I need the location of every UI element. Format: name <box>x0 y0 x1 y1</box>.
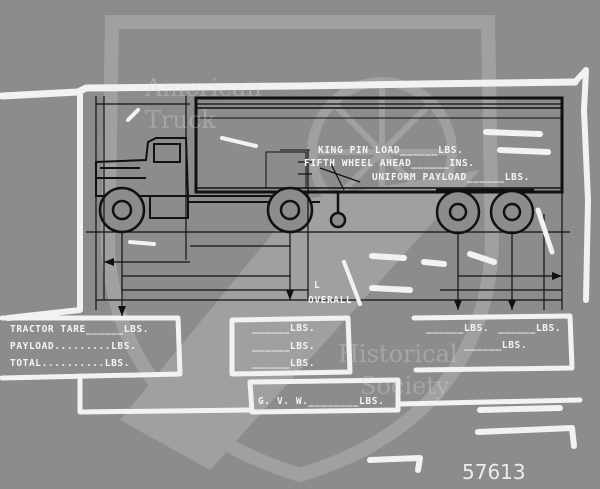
uniform-payload-label: UNIFORM PAYLOAD______LBS. <box>372 172 530 183</box>
landing-gear-foot <box>329 211 347 229</box>
tractor-tare-label: TRACTOR TARE______LBS. <box>10 324 150 335</box>
payload-label: PAYLOAD.........LBS. <box>10 341 137 352</box>
trailer <box>194 96 564 194</box>
watermark-society: Society <box>360 372 450 400</box>
dimension-arrows <box>104 258 562 316</box>
overall-label: OVERALL <box>308 295 353 306</box>
paint-mask <box>0 67 591 473</box>
mid-axle-lbs-1: ______LBS. <box>252 323 316 334</box>
wheels <box>98 186 535 235</box>
fifth-wheel-ahead-label: FIFTH WHEEL AHEAD______INS. <box>304 158 475 169</box>
rear-axle-lbs-3: ______LBS. <box>464 340 528 351</box>
watermark-american: American <box>145 74 262 102</box>
overall-marker: L <box>314 280 321 291</box>
mid-axle-lbs-2: ______LBS. <box>252 341 316 352</box>
negative-number: 57613 <box>462 460 526 484</box>
paint-highlights <box>126 108 555 306</box>
mid-axle-lbs-3: ______LBS. <box>252 358 316 369</box>
gvw-label: G. V. W.________LBS. <box>258 396 385 407</box>
total-label: TOTAL..........LBS. <box>10 358 131 369</box>
watermark-truck: Truck <box>145 106 216 134</box>
watermark-historical: Historical <box>338 340 458 368</box>
rear-axle-lbs-1: ______LBS. <box>426 323 490 334</box>
dimension-lines <box>86 96 570 316</box>
rear-axle-lbs-2: ______LBS. <box>498 323 562 334</box>
king-pin-load-label: KING PIN LOAD______LBS. <box>318 145 464 156</box>
